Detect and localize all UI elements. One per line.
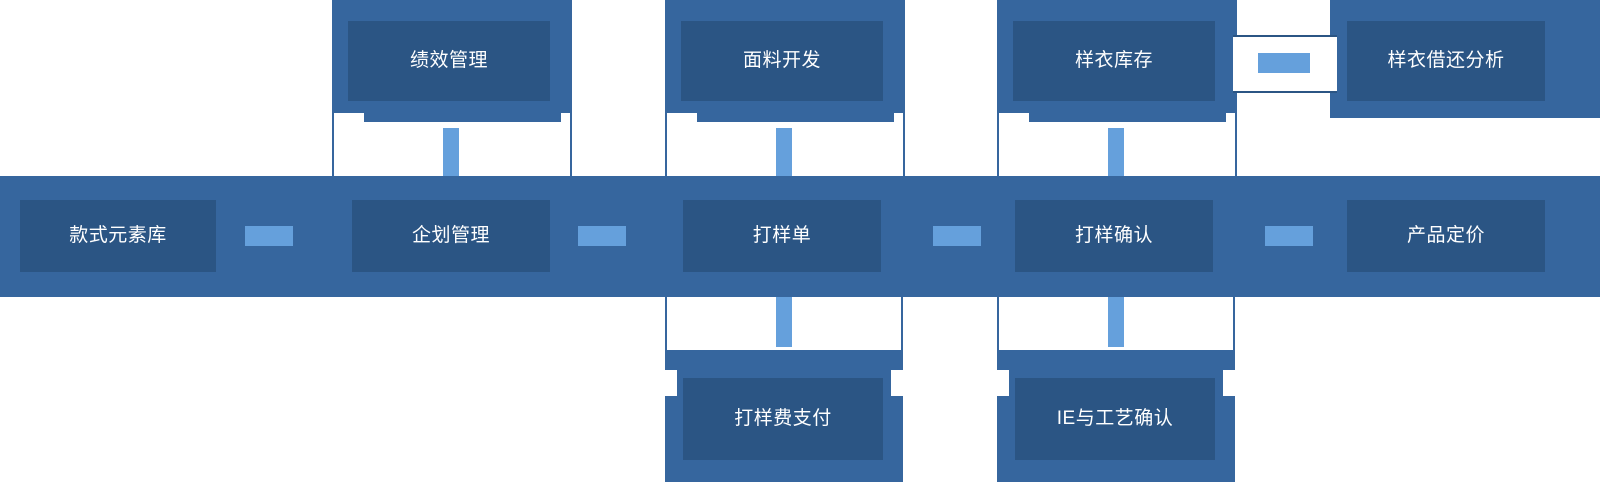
connector-inventory-to-sample-confirm [1108, 128, 1124, 176]
node-ie-process-confirm[interactable]: IE与工艺确认 [1015, 378, 1215, 460]
connector-sample-confirm-to-ie-confirm [1108, 297, 1124, 347]
rail-fabric-right [903, 113, 905, 177]
rail-fee-payment-right [901, 297, 903, 352]
node-label: 样衣借还分析 [1387, 49, 1505, 71]
notch-fabric-right [894, 113, 904, 123]
rail-performance-right [570, 113, 572, 177]
connector-confirm-to-pricing [1265, 226, 1313, 246]
notch-ie-confirm-right [1223, 370, 1235, 396]
notch-performance-left [334, 113, 364, 123]
rail-ie-confirm-left [997, 297, 999, 352]
node-label: 款式元素库 [69, 224, 167, 246]
node-fabric-development[interactable]: 面料开发 [681, 21, 883, 101]
rail-fee-payment-left [665, 297, 667, 352]
rail-fabric-left [665, 113, 667, 177]
node-product-pricing[interactable]: 产品定价 [1347, 200, 1545, 272]
node-label: 打样单 [752, 224, 812, 246]
connector-planning-to-sample-order [578, 226, 626, 246]
node-sample-confirm[interactable]: 打样确认 [1015, 200, 1213, 272]
connector-sample-order-to-confirm [933, 226, 981, 246]
notch-fee-payment-left [665, 370, 677, 396]
node-style-element-library[interactable]: 款式元素库 [20, 200, 216, 272]
rail-inventory-left [997, 113, 999, 177]
connector-fabric-to-sample-order [776, 128, 792, 176]
notch-fee-payment-right [891, 370, 903, 396]
node-label: 面料开发 [742, 49, 821, 71]
rail-inventory-right [1235, 113, 1237, 177]
connector-library-to-planning [245, 226, 293, 246]
node-label: 绩效管理 [409, 49, 488, 71]
node-label: 打样确认 [1074, 224, 1153, 246]
notch-inventory-right [1226, 113, 1236, 123]
node-sample-order[interactable]: 打样单 [683, 200, 881, 272]
node-label: 样衣库存 [1074, 49, 1153, 71]
node-label: 企划管理 [411, 224, 490, 246]
node-label: 产品定价 [1406, 224, 1485, 246]
rail-ie-confirm-right [1233, 297, 1235, 352]
node-performance-management[interactable]: 绩效管理 [348, 21, 550, 101]
notch-inventory-left [999, 113, 1029, 123]
node-sample-fee-payment[interactable]: 打样费支付 [683, 378, 883, 460]
node-sample-loan-analysis[interactable]: 样衣借还分析 [1347, 21, 1545, 101]
node-sample-inventory[interactable]: 样衣库存 [1013, 21, 1215, 101]
connector-sample-order-to-fee-payment [776, 297, 792, 347]
notch-fabric-left [667, 113, 697, 123]
connector-inventory-to-loan-analysis [1258, 53, 1310, 73]
rail-performance-left [332, 113, 334, 177]
node-label: 打样费支付 [734, 407, 832, 429]
node-label: IE与工艺确认 [1056, 407, 1174, 429]
notch-ie-confirm-left [997, 370, 1009, 396]
notch-performance-right [561, 113, 571, 123]
connector-performance-to-planning [443, 128, 459, 176]
node-planning-management[interactable]: 企划管理 [352, 200, 550, 272]
